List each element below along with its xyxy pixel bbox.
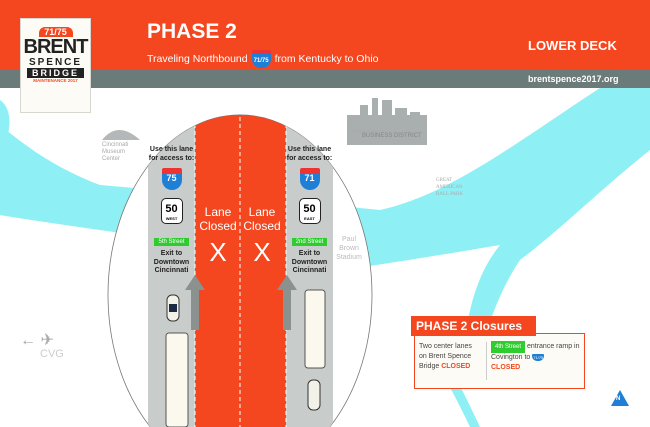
compass-icon (611, 390, 629, 406)
website-link[interactable]: brentspence2017.org (528, 74, 619, 84)
bus-icon (165, 332, 189, 427)
closures-title: PHASE 2 Closures (411, 316, 536, 336)
logo-spence: SPENCE (28, 57, 83, 68)
car-icon (166, 294, 180, 322)
closed-status: CLOSED (491, 364, 521, 371)
logo-bridge: BRIDGE (27, 68, 84, 78)
car-icon (307, 379, 321, 411)
closure-text: Two center lanes on Brent Spence Bridge (419, 343, 472, 370)
closed-x-icon: X (253, 237, 271, 267)
stadium-label: Paul Brown Stadium (336, 236, 362, 261)
closures-box: Two center lanes on Brent Spence Bridge … (414, 333, 585, 389)
airplane-icon: ← ✈ (20, 332, 54, 349)
brent-spence-logo: 71/75 BRENT SPENCE BRIDGE MAINTENANCE 20… (20, 18, 91, 113)
interstate-75-shield: 75 (161, 168, 182, 190)
street-sign: 4th Street (491, 341, 526, 353)
airport-label: CVG (40, 348, 64, 360)
route-direction: WEST (165, 216, 178, 221)
street-sign: 5th Street (154, 238, 189, 246)
route-direction: EAST (304, 216, 315, 221)
interstate-shield-icon: 71/75 (532, 354, 545, 361)
subtitle-text: from Kentucky to Ohio (274, 53, 379, 65)
closure-ramp: 4th Street entrance ramp in Covington to… (491, 341, 583, 373)
museum-label: Cincinnati Museum Center (102, 142, 129, 162)
subtitle-text: Traveling Northbound (147, 53, 248, 65)
ballpark-label: GREAT AMERICAN BALL PARK (436, 178, 463, 197)
truck-icon (304, 289, 326, 369)
closed-status: CLOSED (441, 363, 471, 370)
logo-maintenance: MAINTENANCE 2017 (33, 78, 78, 83)
lane-closed-label: Lane Closed (199, 205, 237, 233)
lane-instruction: Use this lane for access to: (286, 146, 333, 162)
closure-lanes: Two center lanes on Brent Spence Bridge … (419, 342, 481, 372)
route-number: 50 (165, 203, 178, 215)
arrow-icon (185, 275, 297, 330)
page-title: PHASE 2 (147, 20, 237, 43)
subheader-bar (0, 70, 650, 88)
skyline-icon (347, 98, 427, 145)
logo-brent: BRENT (23, 36, 89, 58)
logo-shield: 71/75 (38, 27, 73, 37)
cbd-small-label: Central Cincinnati (352, 128, 384, 133)
exit-text: Exit to Downtown Cincinnati (153, 250, 190, 274)
lane-instruction: Use this lane for access to: (148, 146, 195, 162)
cbd-label: BUSINESS DISTRICT (362, 133, 422, 139)
closed-x-icon: X (209, 237, 227, 267)
lane-closed-label: Lane Closed (243, 205, 281, 233)
interstate-71-shield: 71 (299, 168, 320, 190)
street-sign: 2nd Street (291, 238, 328, 246)
museum-icon (102, 130, 140, 140)
header-bar (0, 0, 650, 70)
subtitle: Traveling Northbound 71/75 from Kentucky… (147, 50, 379, 68)
route-number: 50 (303, 203, 316, 215)
divider (486, 342, 487, 380)
interstate-shield-icon: 71/75 (251, 50, 271, 68)
exit-text: Exit to Downtown Cincinnati (291, 250, 328, 274)
deck-label: LOWER DECK (528, 38, 617, 53)
closure-text: entrance ramp in Covington to (491, 343, 580, 361)
compass-label: N (616, 396, 621, 402)
